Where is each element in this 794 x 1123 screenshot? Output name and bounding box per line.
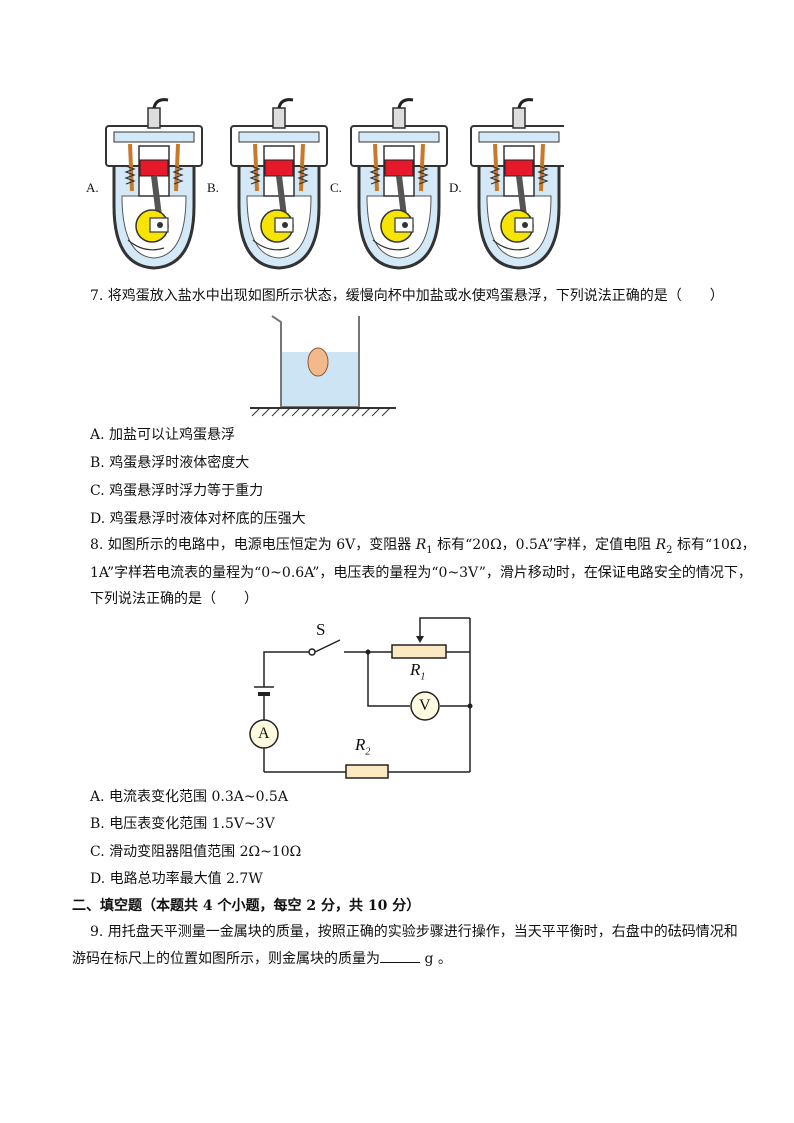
circuit-figure <box>240 612 490 782</box>
q8-option-c: C. 滑动变阻器阻值范围 2Ω~10Ω <box>90 844 302 860</box>
engine-label-c: C. <box>330 180 342 195</box>
q9-line-2-b: g 。 <box>420 951 452 967</box>
circuit-switch-label: S <box>316 620 326 639</box>
beaker-figure <box>248 310 418 420</box>
q8-line-1-a: 8. 如图所示的电路中，电源电压恒定为 6V，变阻器 <box>90 537 416 553</box>
q9-line-2: 游码在标尺上的位置如图所示，则金属块的质量为 g 。 <box>72 948 452 970</box>
circuit-r1-letter: R <box>410 660 421 679</box>
q8-line-1: 8. 如图所示的电路中，电源电压恒定为 6V，变阻器 R1 标有“20Ω，0.5… <box>90 534 756 562</box>
engine-stroke-figure <box>84 96 564 276</box>
q8-line-1-b: 标有“20Ω，0.5A”字样，定值电阻 <box>432 537 656 553</box>
q8-option-a: A. 电流表变化范围 0.3A~0.5A <box>90 789 288 805</box>
circuit-r1-label: R1 <box>410 660 425 682</box>
q9-answer-blank[interactable] <box>380 948 420 963</box>
circuit-r2-label: R2 <box>355 735 370 757</box>
circuit-ammeter-label: A <box>258 725 270 742</box>
q7-option-b: B. 鸡蛋悬浮时液体密度大 <box>90 455 250 471</box>
q8-line-2: 1A”字样若电流表的量程为“0~0.6A”，电压表的量程为“0~3V”，滑片移动… <box>90 565 752 581</box>
q8-line-1-c: 标有“10Ω， <box>672 537 756 553</box>
circuit-r2-sub: 2 <box>365 746 371 758</box>
circuit-r2-letter: R <box>355 735 366 754</box>
q9-line-1: 9. 用托盘天平测量一金属块的质量，按照正确的实验步骤进行操作，当天平平衡时，右… <box>90 924 738 940</box>
section-2-title: 二、填空题（本题共 4 个小题，每空 2 分，共 10 分） <box>72 898 421 914</box>
q9-line-2-a: 游码在标尺上的位置如图所示，则金属块的质量为 <box>72 951 380 967</box>
engine-label-a: A. <box>86 180 99 195</box>
engine-label-d: D. <box>449 180 462 195</box>
q8-r2-symbol: R <box>655 537 667 553</box>
engine-diagrams <box>84 96 564 276</box>
q8-line-3: 下列说法正确的是（ ） <box>90 591 258 607</box>
q7-stem: 7. 将鸡蛋放入盐水中出现如图所示状态，缓慢向杯中加盐或水使鸡蛋悬浮，下列说法正… <box>90 288 724 304</box>
engine-label-b: B. <box>207 180 219 195</box>
q8-option-d: D. 电路总功率最大值 2.7W <box>90 871 263 887</box>
circuit-diagram <box>249 617 473 779</box>
q8-r1-symbol: R <box>415 537 427 553</box>
q8-r1-sub: 1 <box>426 544 433 556</box>
beaker-with-egg <box>250 315 396 417</box>
circuit-voltmeter-label: V <box>419 697 431 714</box>
q8-option-b: B. 电压表变化范围 1.5V~3V <box>90 816 275 832</box>
q7-option-d: D. 鸡蛋悬浮时液体对杯底的压强大 <box>90 511 306 527</box>
q8-r2-sub: 2 <box>666 544 673 556</box>
q7-option-a: A. 加盐可以让鸡蛋悬浮 <box>90 427 236 443</box>
q7-option-c: C. 鸡蛋悬浮时浮力等于重力 <box>90 483 264 499</box>
circuit-r1-sub: 1 <box>420 671 426 683</box>
